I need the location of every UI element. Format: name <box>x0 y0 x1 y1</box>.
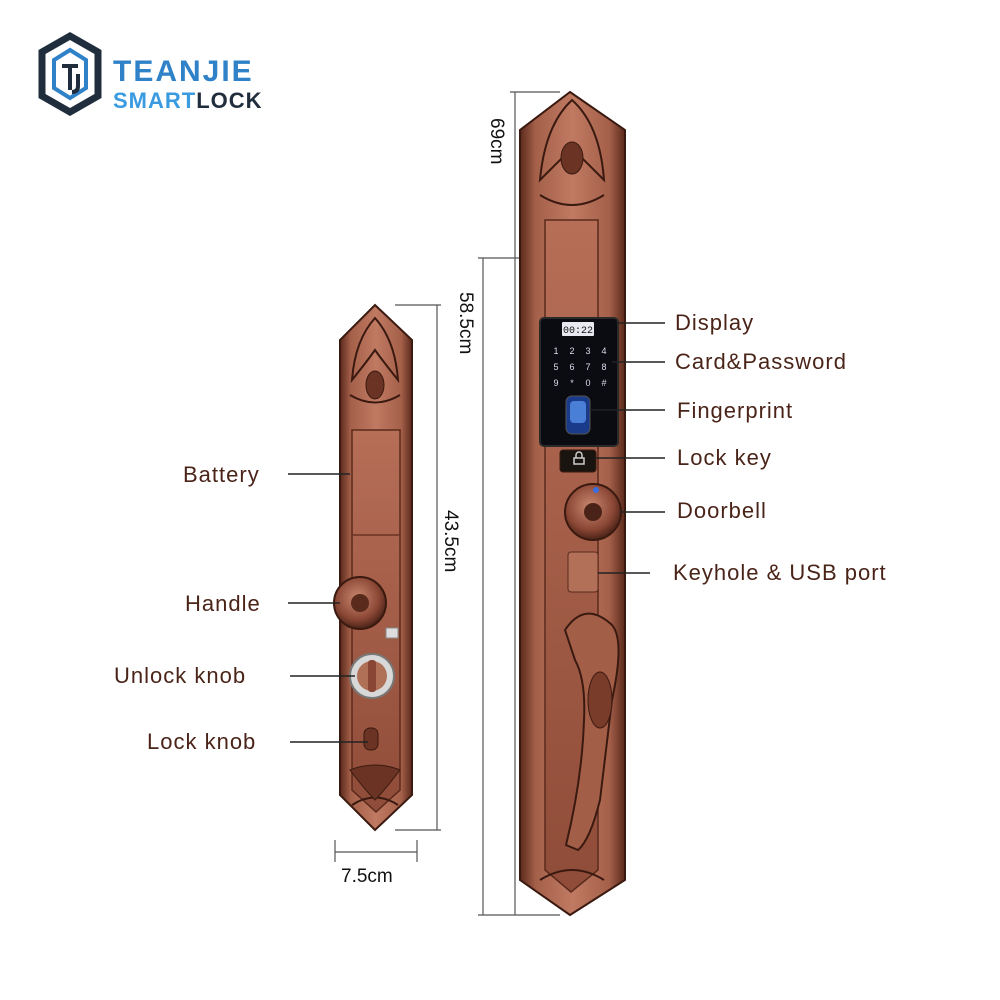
leader-lines <box>288 322 665 743</box>
brand-logo <box>38 30 102 116</box>
screen-keypad: 1 2 3 4 5 6 7 8 9 * 0 # <box>553 346 606 388</box>
dimension-width: 7.5cm <box>341 866 393 887</box>
back-panel <box>333 303 413 832</box>
key-0: 0 <box>585 378 590 388</box>
brand-tagline-lock: LOCK <box>196 88 263 113</box>
label-display: Display <box>675 310 755 335</box>
key-9: 9 <box>553 378 558 388</box>
key-3: 3 <box>585 346 590 356</box>
label-keyhole-usb: Keyhole & USB port <box>673 560 887 585</box>
key-2: 2 <box>569 346 574 356</box>
key-6: 6 <box>569 362 574 372</box>
label-handle: Handle <box>185 591 261 616</box>
lock-key-icon <box>573 451 585 465</box>
label-doorbell: Doorbell <box>677 498 767 523</box>
label-fingerprint: Fingerprint <box>677 398 794 423</box>
dimension-back-height: 43.5cm <box>440 510 461 573</box>
dimension-total-height: 69cm <box>486 118 507 165</box>
brand-name: TEANJIE <box>113 55 254 88</box>
screen-time: 00:22 <box>563 326 593 337</box>
dimension-upper-height: 58.5cm <box>455 292 476 355</box>
dimension-lines <box>334 91 560 916</box>
key-1: 1 <box>553 346 558 356</box>
key-5: 5 <box>553 362 558 372</box>
label-battery: Battery <box>183 462 260 487</box>
label-lock-key: Lock key <box>677 445 772 470</box>
key-7: 7 <box>585 362 590 372</box>
logo-hexagon-icon <box>38 31 102 116</box>
brand-tagline: SMARTLOCK <box>113 88 263 114</box>
label-unlock-knob: Unlock knob <box>114 663 247 688</box>
key-4: 4 <box>601 346 606 356</box>
label-lock-knob: Lock knob <box>147 729 257 754</box>
key-hash: # <box>601 378 606 388</box>
front-panel: 00:22 1 2 3 4 5 6 7 8 9 * 0 # <box>519 90 626 917</box>
brand-tagline-smart: SMART <box>113 88 197 113</box>
key-8: 8 <box>601 362 606 372</box>
key-star: * <box>570 378 574 388</box>
label-card-password: Card&Password <box>675 349 847 374</box>
